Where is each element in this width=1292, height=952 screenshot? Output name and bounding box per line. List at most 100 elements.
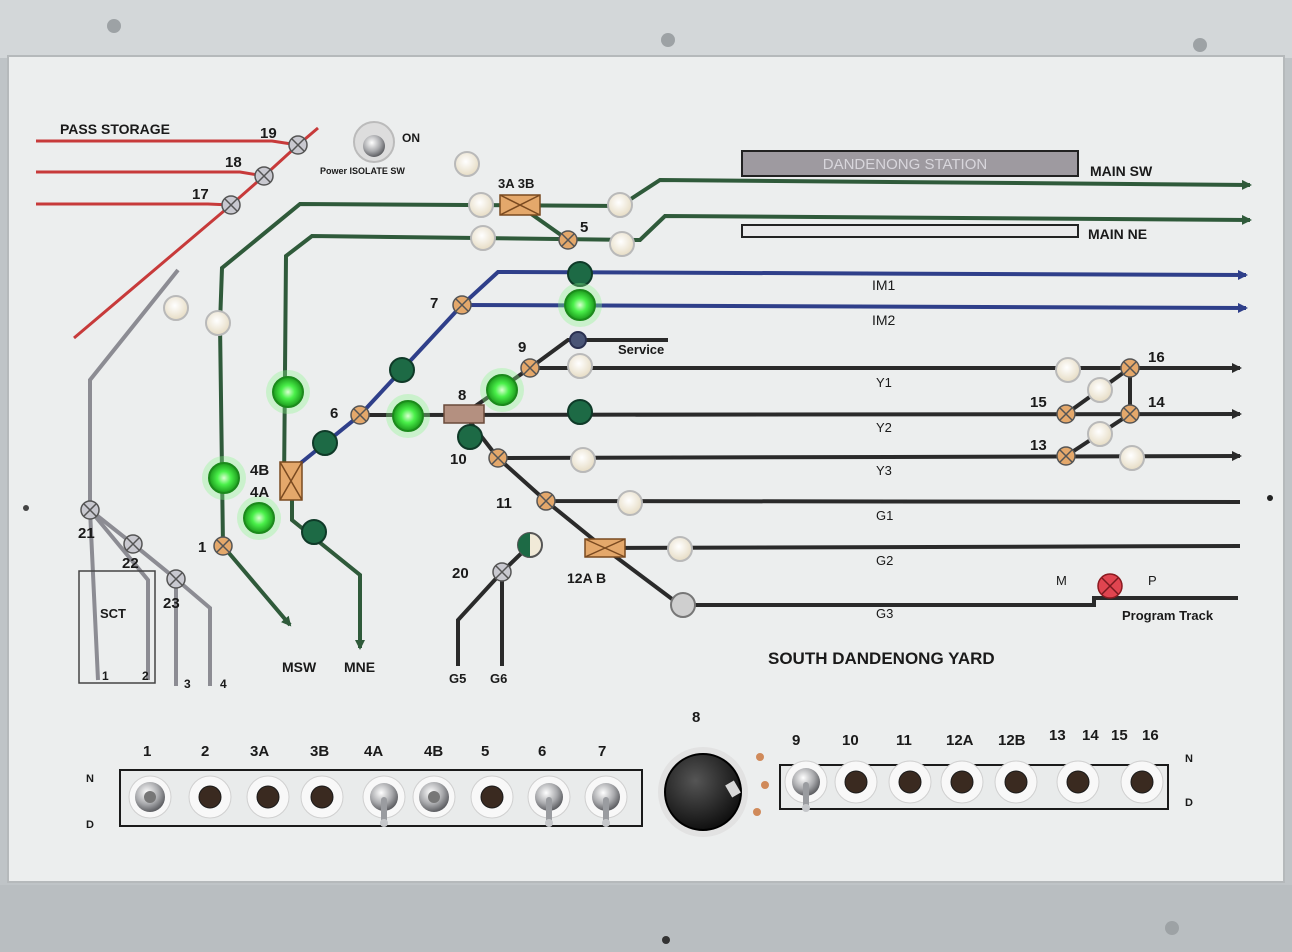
left-switch-4[interactable] (301, 776, 343, 818)
signal-lamp-icon (1120, 446, 1144, 470)
main-ne-label: MAIN NE (1088, 226, 1147, 242)
sig-g1-entry[interactable] (618, 491, 642, 515)
power-isolate-switch[interactable] (354, 122, 394, 162)
sig-3b-main-sw[interactable] (469, 193, 493, 217)
point-15-marker[interactable] (1057, 405, 1075, 423)
sig-5-main-sw[interactable] (608, 193, 632, 217)
signal-lamp-icon (668, 537, 692, 561)
sig-im2[interactable] (558, 283, 602, 327)
panel-face (8, 56, 1284, 882)
sig-service[interactable] (570, 332, 586, 348)
point-22-marker[interactable] (124, 535, 142, 553)
sig-im1[interactable] (568, 262, 592, 286)
point-18-marker[interactable] (255, 167, 273, 185)
signal-lamp-icon (244, 503, 274, 533)
point-11-marker[interactable] (537, 492, 555, 510)
signal-lamp-icon (273, 377, 303, 407)
left-switch-3[interactable] (247, 776, 289, 818)
sig-mne-dark[interactable] (302, 520, 326, 544)
g3-label: G3 (876, 606, 893, 621)
left-switch-label: 3B (310, 743, 329, 760)
sig-3b-main-ne[interactable] (471, 226, 495, 250)
signal-lamp-icon (390, 358, 414, 382)
left-switch-2[interactable] (189, 776, 231, 818)
sig-5-main-ne[interactable] (610, 232, 634, 256)
left-switch-7[interactable] (471, 776, 513, 818)
left-switch-6[interactable] (413, 776, 455, 818)
right-switch-3[interactable] (889, 761, 931, 803)
signal-lamp-icon (568, 400, 592, 424)
sig-3a-upper[interactable] (455, 152, 479, 176)
right-switch-5[interactable] (995, 761, 1037, 803)
g5-label: G5 (449, 671, 466, 686)
right-switch-4[interactable] (941, 761, 983, 803)
sig-storage-left[interactable] (164, 296, 188, 320)
switch-socket-icon (311, 786, 333, 808)
left-switch-1[interactable] (129, 776, 171, 818)
power-toggle-icon[interactable] (363, 135, 385, 157)
program-track-lamp[interactable] (1098, 574, 1122, 598)
right-n-label: N (1185, 753, 1193, 765)
sig-9-green[interactable] (480, 368, 524, 412)
sig-g3-entry[interactable] (671, 593, 695, 617)
point-7-marker[interactable] (453, 296, 471, 314)
sct-label: SCT (100, 606, 126, 621)
signal-lamp-icon (164, 296, 188, 320)
left-switch-label: 2 (201, 743, 209, 760)
point-21-marker[interactable] (81, 501, 99, 519)
point-17-marker[interactable] (222, 196, 240, 214)
sig-4b-green[interactable] (266, 370, 310, 414)
exit-4-label: 4 (220, 677, 227, 691)
point-6-marker[interactable] (351, 406, 369, 424)
point-14-marker[interactable] (1121, 405, 1139, 423)
right-switch-7[interactable] (1121, 761, 1163, 803)
point-16-marker[interactable] (1121, 359, 1139, 377)
left-switch-label: 7 (598, 743, 606, 760)
storage-road-17 (36, 204, 231, 205)
sig-4a-green[interactable] (237, 496, 281, 540)
switch-socket-icon (1067, 771, 1089, 793)
point-19-marker[interactable] (289, 136, 307, 154)
sig-y1-entry[interactable] (568, 354, 592, 378)
right-switch-2[interactable] (835, 761, 877, 803)
point-23-marker[interactable] (167, 570, 185, 588)
signal-lamp-icon (209, 463, 239, 493)
sig-msw-green[interactable] (202, 456, 246, 500)
point-20-marker[interactable] (493, 563, 511, 581)
right-switch-label: 15 (1111, 727, 1128, 744)
toggle-tip-icon (545, 819, 553, 827)
screw-icon (107, 19, 121, 33)
sig-6-green[interactable] (386, 394, 430, 438)
signal-lamp-icon (568, 354, 592, 378)
screw-icon (23, 505, 29, 511)
sig-4a-dark[interactable] (313, 431, 337, 455)
point-10-marker[interactable] (489, 449, 507, 467)
signal-lamp-icon (571, 448, 595, 472)
point-13-marker[interactable] (1057, 447, 1075, 465)
point-9-marker[interactable] (521, 359, 539, 377)
screw-icon (1193, 38, 1207, 52)
sig-im-lead[interactable] (390, 358, 414, 382)
msw-label: MSW (282, 659, 317, 675)
sig-y1-x[interactable] (1088, 378, 1112, 402)
sig-y2-x[interactable] (1088, 422, 1112, 446)
sig-y3-entry[interactable] (571, 448, 595, 472)
sig-storage-right[interactable] (206, 311, 230, 335)
point-12ab-label: 12A B (567, 570, 606, 586)
double-slip-8[interactable] (444, 405, 484, 423)
sig-10-dark[interactable] (458, 425, 482, 449)
point-19-label: 19 (260, 125, 277, 142)
sig-g2-entry[interactable] (668, 537, 692, 561)
y2-track (360, 414, 1240, 415)
sct-2-label: 2 (142, 669, 149, 683)
right-switch-6[interactable] (1057, 761, 1099, 803)
sig-y1-exit[interactable] (1056, 358, 1080, 382)
point-5-marker[interactable] (559, 231, 577, 249)
point-4a-label: 4A (250, 484, 269, 501)
sig-g5g6[interactable] (518, 533, 542, 557)
point-1-label: 1 (198, 539, 206, 556)
sig-y3-exit[interactable] (1120, 446, 1144, 470)
point-1-marker[interactable] (214, 537, 232, 555)
sig-y2-entry[interactable] (568, 400, 592, 424)
